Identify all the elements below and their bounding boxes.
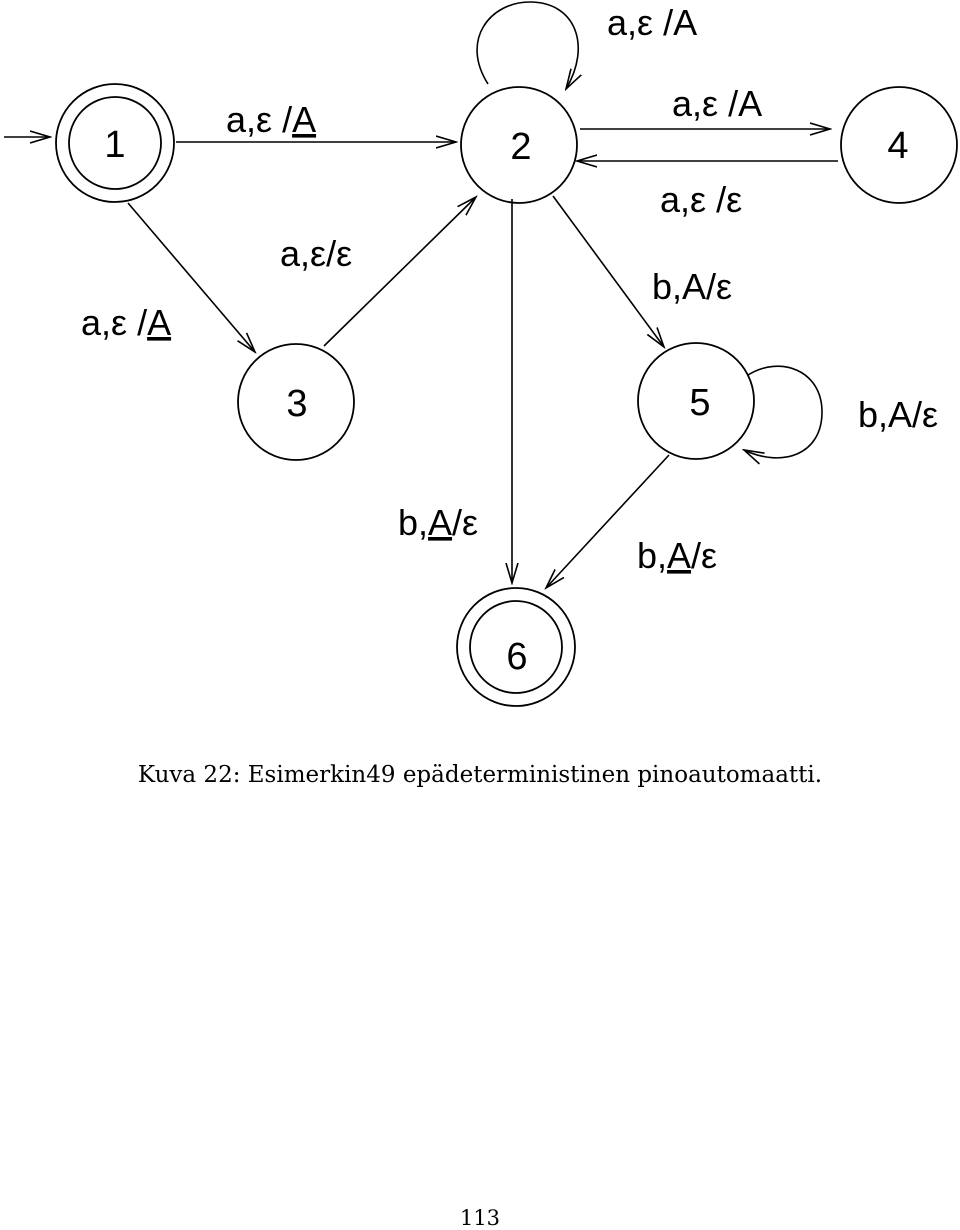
state-label-4: 4 <box>887 125 908 167</box>
state-3: 3 <box>237 343 355 461</box>
edge-1-3 <box>127 202 255 352</box>
label-2-4: a,ε /A <box>672 83 762 124</box>
label-3-2: a,ε/ε <box>280 233 352 274</box>
page-number: 113 <box>459 1206 501 1230</box>
edge-5-6 <box>546 454 670 588</box>
state-label-3: 3 <box>286 383 307 425</box>
label-5-5: b,A/ε <box>858 394 938 435</box>
edge-3-2 <box>323 197 476 347</box>
edge-5-5-loop <box>744 365 823 458</box>
state-label-1: 1 <box>104 124 125 166</box>
label-1-3: a,ε /A <box>81 302 171 343</box>
label-2-5: b,A/ε <box>652 266 732 307</box>
label-2-2: a,ε /A <box>607 2 697 43</box>
state-4: 4 <box>840 86 958 204</box>
label-2-6: b,A/ε <box>398 502 478 543</box>
state-label-5: 5 <box>689 382 710 424</box>
label-1-2: a,ε /A <box>226 99 316 140</box>
automaton-diagram: 1 2 3 4 5 6 a,ε /A a,ε /A a,ε/ε a,ε /A a… <box>4 1 958 707</box>
edge-2-5 <box>552 195 664 347</box>
state-2: 2 <box>460 86 578 204</box>
label-4-2: a,ε /ε <box>660 179 742 220</box>
state-label-6: 6 <box>506 636 527 678</box>
caption-prefix: Kuva 22: <box>137 762 241 788</box>
state-6: 6 <box>456 587 576 707</box>
state-5: 5 <box>637 342 755 460</box>
figure-caption: Kuva 22: Esimerkin49 epädeterministinen … <box>0 762 960 788</box>
state-1: 1 <box>55 83 175 203</box>
edge-2-2-loop <box>476 1 578 89</box>
caption-text: Esimerkin49 epädeterministinen pinoautom… <box>247 762 823 788</box>
state-label-2: 2 <box>510 126 531 168</box>
label-5-6: b,A/ε <box>637 535 717 576</box>
